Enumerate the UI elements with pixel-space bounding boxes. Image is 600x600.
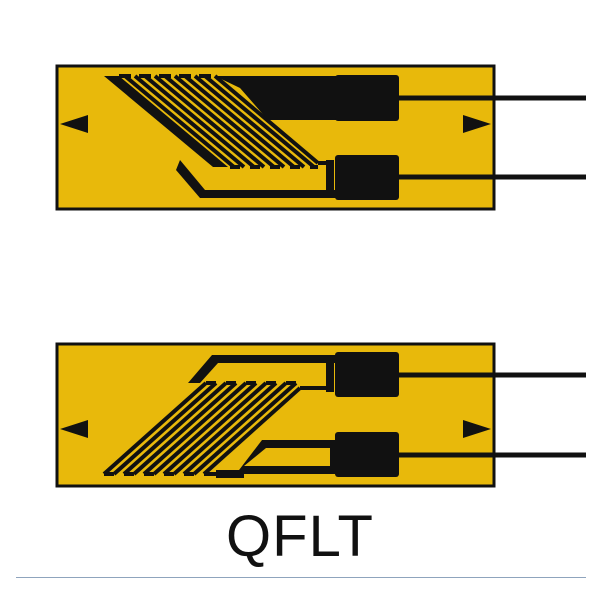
top-gauge-trace-upper <box>206 76 340 120</box>
top-left-triangle-marker <box>60 115 88 133</box>
top-gauge-solder-tab-1 <box>335 75 399 121</box>
caption-label: QFLT <box>226 504 374 569</box>
bottom-gauge-trace-upper <box>188 355 338 383</box>
top-right-triangle-marker <box>463 115 491 133</box>
top-gauge-trace-lower <box>176 160 336 198</box>
bottom-gauge-solder-tab-2 <box>335 432 399 477</box>
bottom-gauge-grid <box>102 381 302 476</box>
bottom-left-triangle-marker <box>60 420 88 438</box>
bottom-gauge-solder-tab-1 <box>335 352 399 397</box>
bottom-right-triangle-marker <box>463 420 491 438</box>
top-gauge-solder-tab-2 <box>335 155 399 200</box>
top-gauge-grid <box>104 74 320 169</box>
bottom-divider <box>16 577 586 578</box>
top-gauge <box>55 64 586 211</box>
bottom-gauge <box>55 342 586 488</box>
